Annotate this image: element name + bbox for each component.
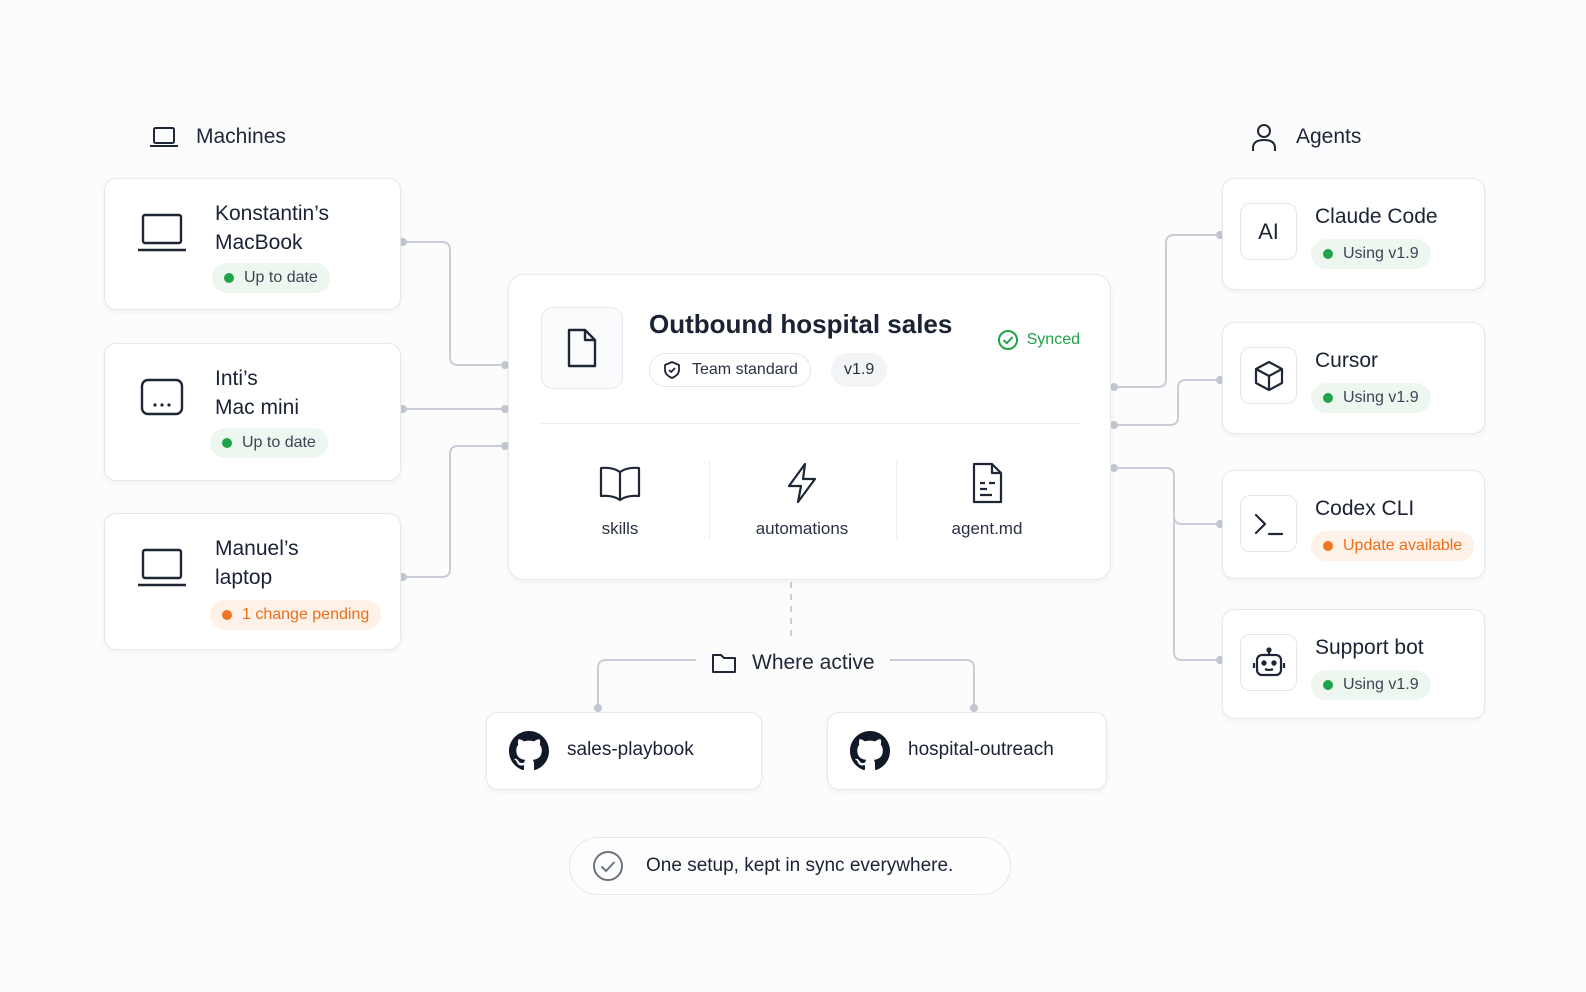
book-icon [599,466,641,502]
agent-name: Codex CLI [1315,497,1415,520]
laptop-icon [138,213,186,252]
feature-skills[interactable]: skills [545,461,695,539]
status-dot [222,438,232,448]
agent-card-claude-code[interactable]: AI Claude Code Using v1.9 [1222,178,1485,290]
status-badge: Using v1.9 [1311,239,1431,269]
status-badge: 1 change pending [210,600,382,630]
status-badge: Using v1.9 [1311,383,1431,413]
ai-icon: AI [1240,203,1297,260]
status-dot [224,273,234,283]
agent-card-support-bot[interactable]: Support bot Using v1.9 [1222,609,1485,719]
feature-divider [709,461,710,539]
agent-card-codex-cli[interactable]: Codex CLI Update available [1222,470,1485,579]
agent-name: Support bot [1315,636,1424,659]
setup-title: Outbound hospital sales [649,309,953,339]
robot-icon [1252,646,1285,676]
setup-card[interactable]: Outbound hospital sales Synced Team stan… [508,274,1111,580]
machines-header: Machines [148,121,286,153]
terminal-icon-tile [1240,495,1297,552]
status-dot [222,610,232,620]
repo-name: sales-playbook [567,739,694,760]
machines-header-label: Machines [196,125,286,148]
status-badge: Up to date [210,428,328,458]
version-badge: v1.9 [831,353,888,387]
person-icon [1252,124,1276,151]
status-dot [1323,680,1333,690]
where-active-label: Where active [698,649,887,677]
document-icon [972,462,1003,504]
card-divider [541,423,1080,424]
laptop-icon [138,548,186,587]
status-badge: Update available [1311,531,1475,561]
check-circle-icon [997,330,1018,350]
feature-agent-md[interactable]: agent.md [912,461,1062,539]
folder-icon [712,654,736,673]
team-standard-badge: Team standard [649,353,811,387]
shield-check-icon [664,361,680,379]
agent-card-cursor[interactable]: Cursor Using v1.9 [1222,322,1485,434]
repo-name: hospital-outreach [908,739,1054,760]
agents-header: Agents [1248,121,1361,153]
repo-card-sales-playbook[interactable]: sales-playbook [486,712,762,790]
terminal-icon [1254,513,1283,535]
agents-header-label: Agents [1296,125,1362,148]
agent-name: Cursor [1315,349,1379,372]
robot-icon-tile [1240,634,1297,691]
cube-icon [1254,360,1283,391]
status-badge: Up to date [212,263,330,293]
footer-message: One setup, kept in sync everywhere. [569,837,1011,895]
status-badge: Using v1.9 [1311,670,1431,700]
status-dot [1323,541,1333,551]
check-circle-icon [593,851,623,881]
laptop-icon [150,127,178,147]
file-icon [567,328,597,368]
status-dot [1323,393,1333,403]
agent-name: Claude Code [1315,205,1438,228]
cube-icon-tile [1240,347,1297,404]
sync-status: Synced [997,329,1080,351]
repo-card-hospital-outreach[interactable]: hospital-outreach [827,712,1107,790]
feature-divider [896,461,897,539]
mac-mini-icon [140,378,184,416]
feature-automations[interactable]: automations [727,461,877,539]
lightning-icon [787,462,817,504]
status-dot [1323,249,1333,259]
github-icon [509,731,549,771]
github-icon [850,731,890,771]
setup-icon-tile [541,307,623,389]
